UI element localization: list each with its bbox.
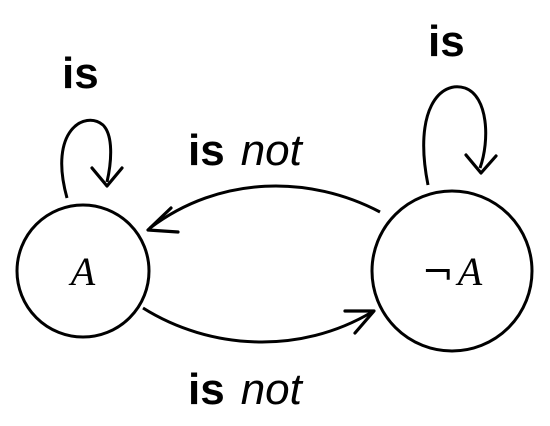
edge-a-to-not-a [142,306,373,344]
self-loop-a-edge [60,118,113,199]
edge-not-a-to-a-label-is: is [188,126,225,175]
self-loop-not-a-edge [422,85,488,186]
edge-not-a-to-a [149,184,381,230]
self-loop-a-label: is [62,49,99,98]
node-not-a [370,189,534,353]
node-not-a-letter: A [455,249,483,294]
node-not-a-label: ¬ A [422,249,483,294]
edge-not-a-to-a-label-not: not [241,126,304,175]
self-loop-not-a-arrowhead [464,153,498,175]
edge-a-to-not-a-arrowhead [343,309,376,335]
self-loop-not-a-label: is [428,17,465,66]
edge-not-a-to-a-arrowhead [146,206,180,234]
edge-not-a-to-a-label: is not [188,126,304,175]
edge-a-to-not-a-label-not: not [241,365,304,414]
self-loop-a-arrowhead [90,166,124,188]
edge-a-to-not-a-label: is not [188,365,304,414]
edge-a-to-not-a-label-is: is [188,365,225,414]
negation-symbol: ¬ [422,250,454,294]
node-a [15,203,151,339]
node-a-label: A [68,249,96,294]
